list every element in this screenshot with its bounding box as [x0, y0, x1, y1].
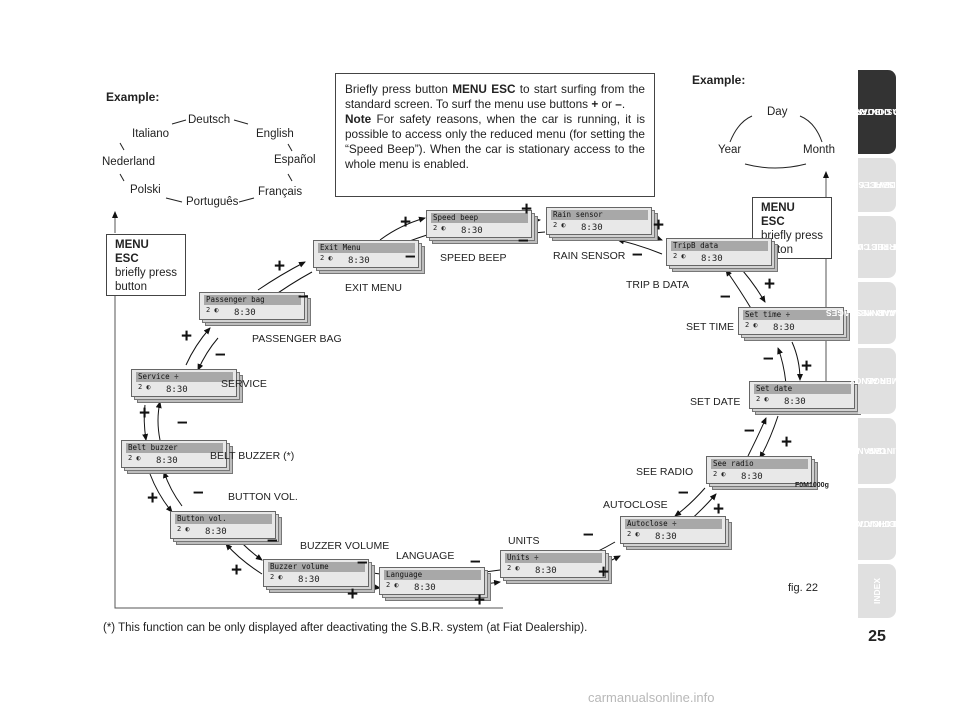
screen-autoclose: Autoclose ÷2 ◐8:30	[620, 516, 732, 550]
plus-sign: +	[147, 488, 159, 509]
page-number: 25	[868, 628, 886, 645]
lang-nederland: Nederland	[102, 156, 156, 168]
lang-francais: Français	[258, 186, 303, 198]
figure-label: fig. 22	[788, 582, 818, 594]
caption-buzzer-volume: BUZZER VOLUME	[300, 540, 390, 552]
caption-service: SERVICE	[221, 378, 267, 390]
plus-sign: +	[274, 256, 286, 277]
menu-esc-left-box: MENU ESC briefly press button	[106, 234, 186, 296]
date-day: Day	[767, 106, 788, 118]
minus-sign: –	[470, 551, 481, 572]
footnote: (*) This function can be only displayed …	[103, 622, 588, 634]
example-left-title: Example:	[106, 90, 160, 104]
figure-code: F0M1000g	[795, 482, 829, 489]
caption-button-vol: BUTTON VOL.	[228, 491, 298, 503]
plus-sign: +	[347, 584, 359, 605]
caption-units: UNITS	[508, 535, 540, 547]
watermark: carmanualsonline.info	[588, 690, 715, 705]
caption-language: LANGUAGE	[396, 550, 455, 562]
lang-polski: Polski	[130, 184, 161, 196]
caption-belt-buzzer: BELT BUZZER (*)	[210, 450, 295, 462]
lang-espanol: Español	[274, 154, 316, 166]
minus-sign: –	[298, 286, 309, 307]
caption-passenger-bag: PASSENGER BAG	[252, 333, 342, 345]
plus-sign: +	[801, 356, 813, 377]
plus-sign: +	[139, 403, 151, 424]
plus-sign: +	[474, 590, 486, 611]
caption-rain-sensor: RAIN SENSOR	[553, 250, 626, 262]
plus-sign: +	[231, 560, 243, 581]
minus-sign: –	[744, 420, 755, 441]
caption-see-radio: SEE RADIO	[636, 466, 694, 478]
minus-sign: –	[357, 552, 368, 573]
caption-set-date: SET DATE	[690, 396, 741, 408]
plus-sign: +	[713, 499, 725, 520]
minus-sign: –	[632, 244, 643, 265]
minus-sign: –	[583, 524, 594, 545]
lang-english: English	[256, 128, 294, 140]
minus-sign: –	[720, 286, 731, 307]
minus-sign: –	[267, 530, 278, 551]
screen-button-vol: Button vol.2 ◐8:30	[170, 511, 282, 545]
plus-sign: +	[400, 212, 412, 233]
minus-sign: –	[763, 348, 774, 369]
example-right-title: Example:	[692, 73, 746, 87]
lang-italiano: Italiano	[132, 128, 170, 140]
lang-portugues: Português	[186, 196, 239, 208]
date-month: Month	[803, 144, 835, 156]
caption-speed-beep: SPEED BEEP	[440, 252, 507, 264]
plus-sign: +	[521, 199, 533, 220]
caption-exit-menu: EXIT MENU	[345, 282, 402, 294]
caption-set-time: SET TIME	[686, 321, 735, 333]
minus-sign: –	[215, 344, 226, 365]
screen-set-time: Set time ÷2 ◐8:30	[738, 307, 850, 341]
minus-sign: –	[177, 412, 188, 433]
plus-sign: +	[764, 274, 776, 295]
instructions-note: Briefly press button MENU ESC to start s…	[335, 73, 655, 197]
plus-sign: +	[781, 432, 793, 453]
screen-units: Units ÷2 ◐8:30	[500, 550, 612, 584]
screen-service: Service ÷2 ◐8:30	[131, 369, 243, 403]
lang-deutsch: Deutsch	[188, 114, 231, 126]
plus-sign: +	[653, 215, 665, 236]
tab-index[interactable]: INDEX	[858, 564, 896, 618]
minus-sign: –	[193, 482, 204, 503]
minus-sign: –	[678, 482, 689, 503]
plus-sign: +	[181, 326, 193, 347]
caption-tripb-data: TRIP B DATA	[626, 279, 690, 291]
minus-sign: –	[405, 246, 416, 267]
minus-sign: –	[518, 230, 529, 251]
date-year: Year	[718, 144, 742, 156]
caption-autoclose: AUTOCLOSE	[603, 499, 668, 511]
plus-sign: +	[598, 562, 610, 583]
